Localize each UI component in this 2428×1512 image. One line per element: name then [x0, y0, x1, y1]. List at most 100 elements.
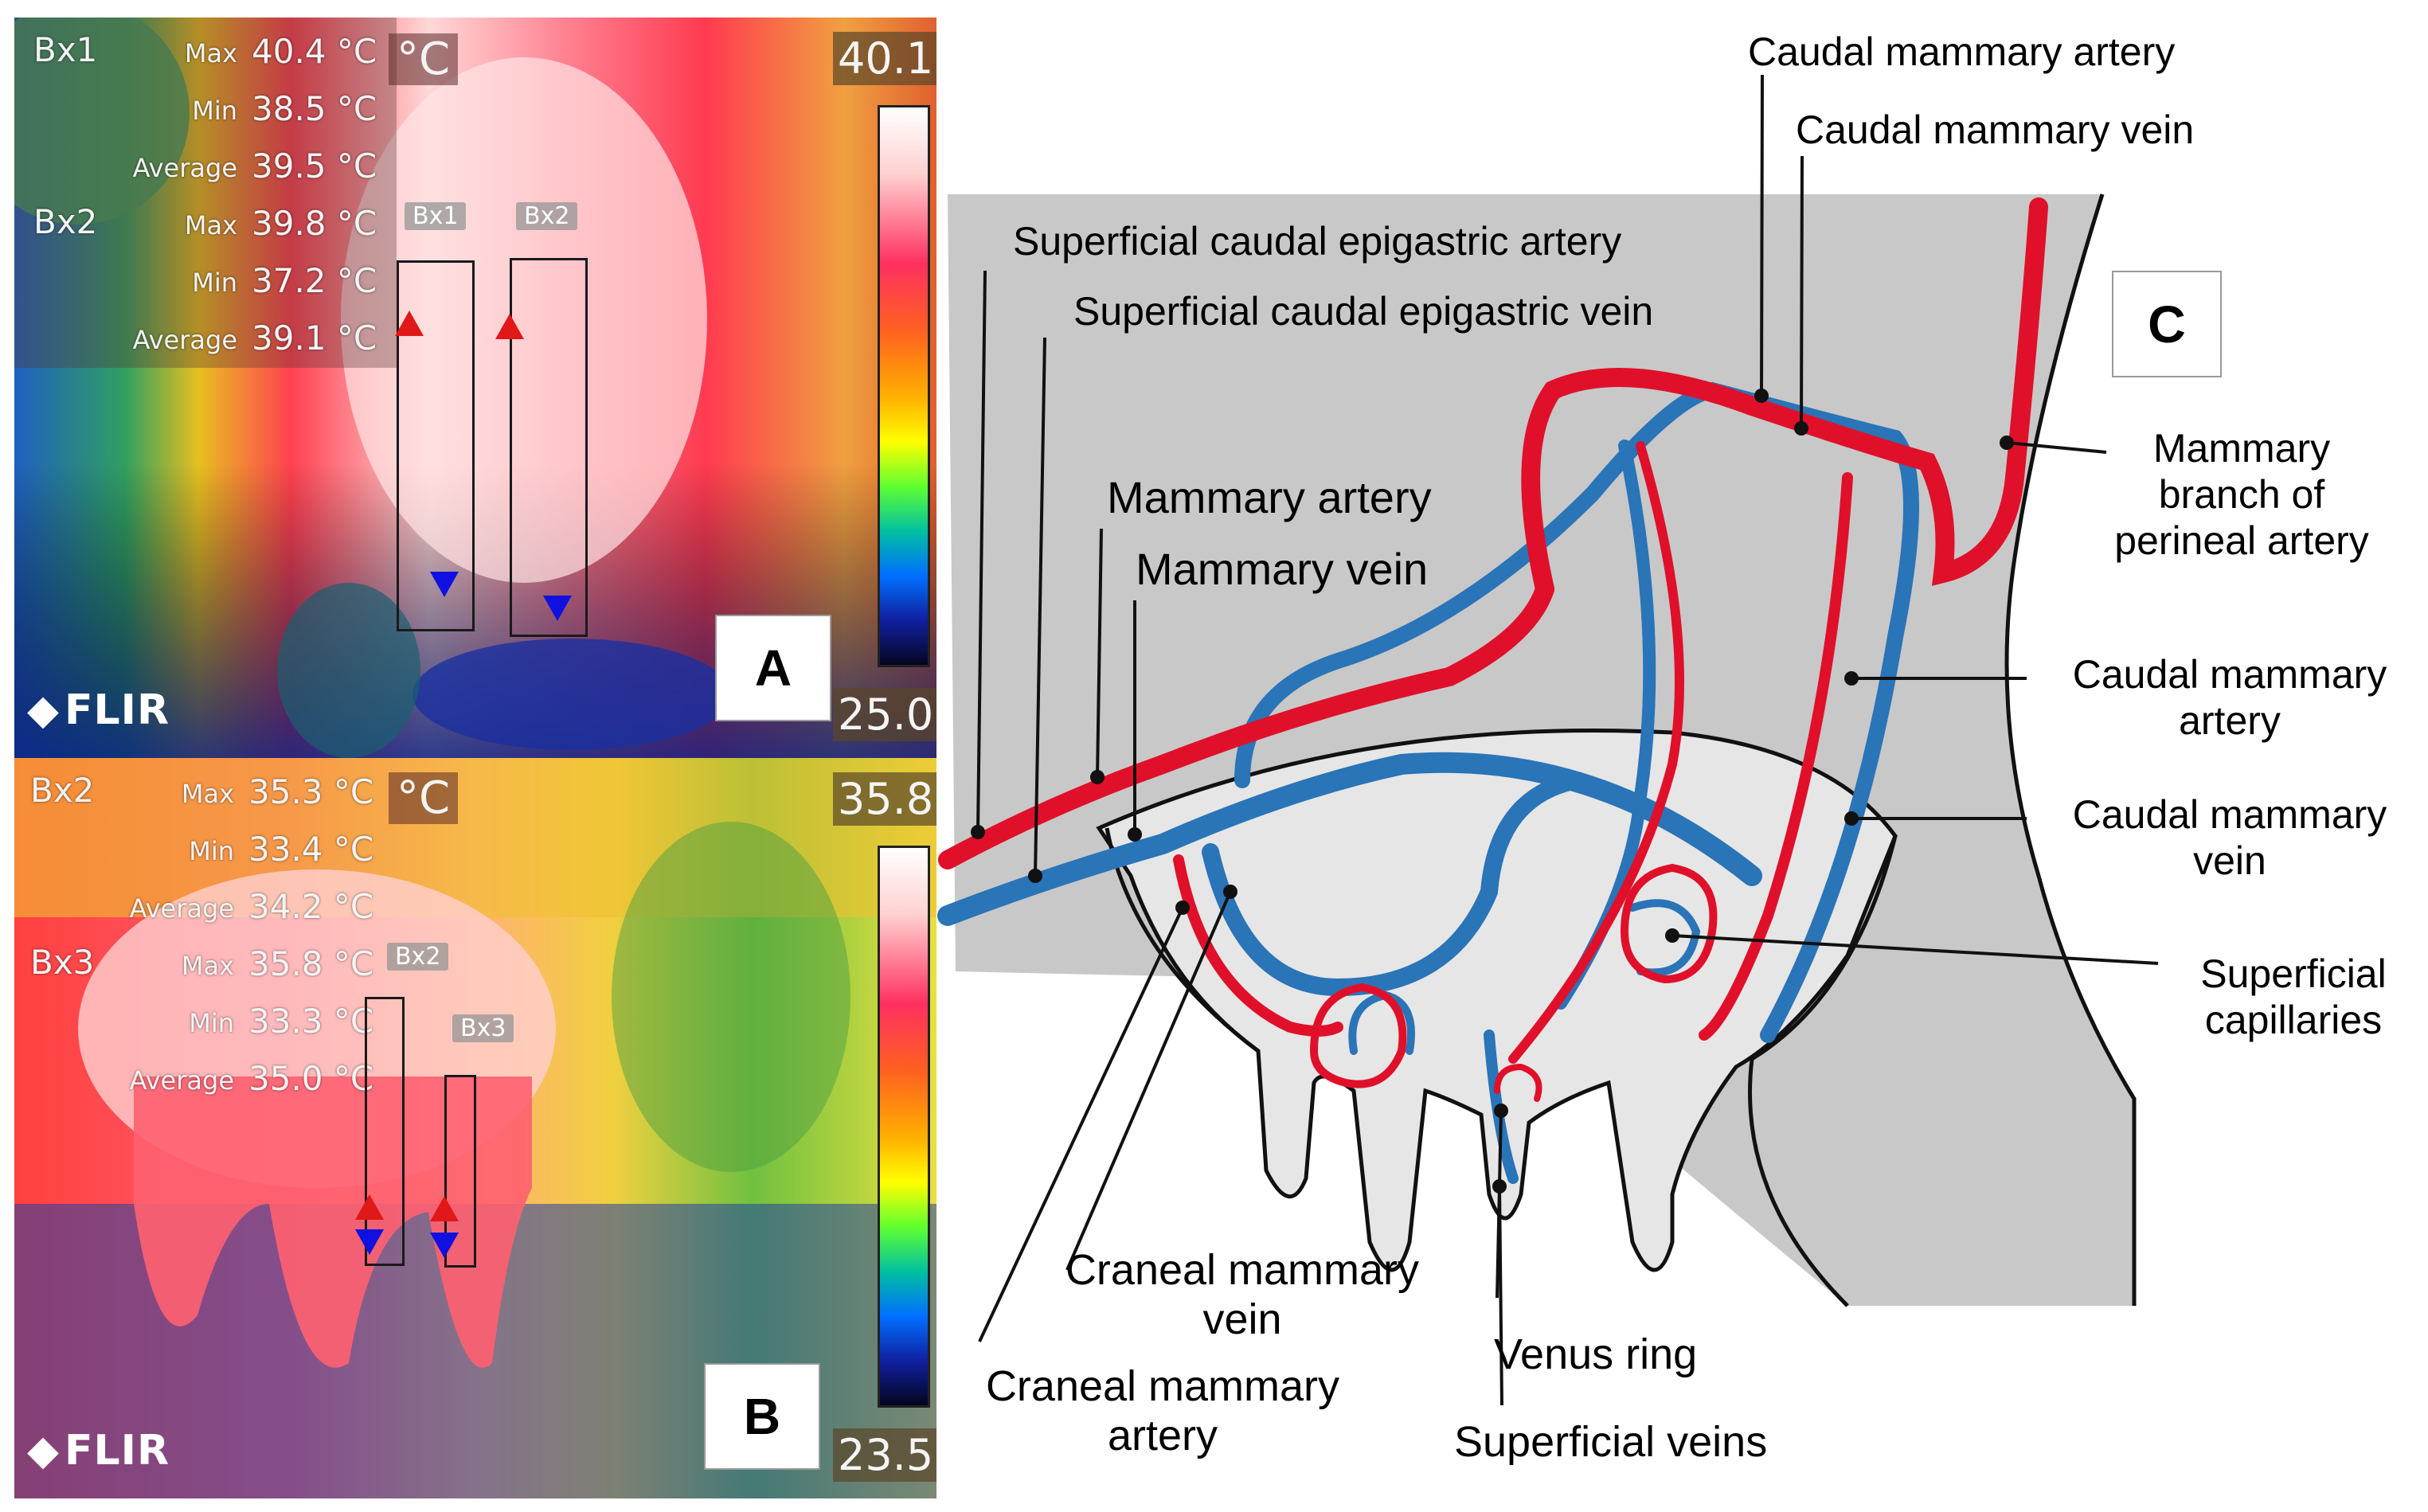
box-name: Bx2 [30, 771, 95, 810]
label-caudal-mammary-artery-side: Caudal mammary artery [2035, 651, 2425, 744]
flir-logo-icon: ◆ [27, 1427, 60, 1475]
capillary-ring-2 [1621, 863, 1718, 984]
roi-box [365, 997, 405, 1266]
label-craneal-mammary-vein: Craneal mammary vein [1035, 1245, 1449, 1344]
label-superficial-veins: Superficial veins [1454, 1418, 1768, 1466]
min-marker-icon [430, 1233, 459, 1258]
stat-label: Average [132, 153, 237, 183]
mammary-vein-loop [1202, 772, 1585, 997]
label-line: artery [2179, 698, 2281, 743]
flir-logo: ◆FLIR [27, 1427, 170, 1475]
stat-label: Max [181, 951, 234, 981]
max-marker-icon [495, 314, 524, 339]
label-line: Craneal mammary [1065, 1246, 1420, 1294]
unit-label: °C [389, 772, 459, 824]
flir-text: FLIR [65, 686, 170, 734]
label-line: Caudal mammary [2072, 792, 2387, 837]
flir-logo-icon: ◆ [27, 686, 60, 734]
superficial-vein-teat [1484, 1029, 1519, 1184]
capillary-ring-1 [1310, 983, 1407, 1088]
stat-value: 34.2 °C [248, 887, 374, 926]
label-line: Mammary [2152, 426, 2331, 471]
stat-label: Max [181, 779, 234, 809]
label-caudal-mammary-artery-top: Caudal mammary artery [1748, 29, 2176, 74]
label-sup-caudal-epigastric-vein: Superficial caudal epigastric vein [1073, 289, 1654, 334]
flir-logo: ◆FLIR [27, 686, 170, 734]
stat-label: Min [192, 96, 237, 126]
panel-letter-c: C [2112, 271, 2222, 377]
leader-lines [976, 74, 2159, 1406]
stat-value: 39.8 °C [252, 204, 377, 243]
body-outline [2004, 193, 2137, 1306]
roi-box [510, 258, 588, 637]
stat-label: Max [184, 38, 237, 68]
label-line: capillaries [2204, 998, 2383, 1042]
unit-label: °C [389, 33, 459, 85]
stat-value: 35.0 °C [248, 1059, 374, 1098]
color-scale-bar [878, 105, 930, 667]
thermal-background-a [14, 18, 936, 758]
label-line: vein [1202, 1295, 1282, 1343]
label-superficial-capillaries: Superficial capillaries [2166, 951, 2421, 1043]
label-caudal-mammary-vein-side: Caudal mammary vein [2035, 791, 2425, 884]
label-mammary-artery: Mammary artery [1107, 472, 1432, 522]
box-name: Bx1 [33, 30, 98, 69]
stat-value: 37.2 °C [252, 261, 377, 300]
roi-box [444, 1075, 476, 1268]
roi-tag: Bx1 [405, 202, 467, 230]
stat-label: Max [184, 210, 237, 240]
stat-label: Average [129, 1065, 234, 1096]
stat-value: 38.5 °C [252, 89, 377, 128]
label-line: branch of [2158, 472, 2325, 517]
stat-value: 33.3 °C [248, 1002, 374, 1041]
stat-value: 33.4 °C [248, 830, 374, 869]
min-marker-icon [543, 596, 572, 621]
roi-tag: Bx3 [452, 1014, 514, 1042]
label-line: Craneal mammary [985, 1362, 1340, 1410]
label-line: Caudal mammary [2072, 652, 2387, 697]
leg-outline [1748, 835, 1898, 1307]
superficial-vein-capillary [1628, 899, 1701, 977]
stat-value: 39.1 °C [252, 318, 377, 357]
udder-silhouette [1096, 729, 1898, 1272]
superficial-caudal-epigastric-artery [938, 580, 1554, 869]
stat-label: Min [189, 1008, 234, 1038]
label-line: Superficial [2200, 951, 2387, 996]
stat-label: Min [192, 268, 237, 298]
stat-label: Average [129, 893, 234, 924]
min-marker-icon [430, 572, 459, 597]
stat-value: 39.5 °C [252, 147, 377, 186]
max-marker-icon [355, 1194, 384, 1220]
label-sup-caudal-epigastric-artery: Superficial caudal epigastric artery [1013, 219, 1622, 264]
caudal-mammary-artery-branch [1699, 472, 1853, 1041]
panel-letter-b: B [704, 1363, 820, 1470]
thermal-image-a: Bx1 Max 40.4 °C Min 38.5 °C Average 39.5… [14, 18, 936, 758]
label-line: artery [1107, 1412, 1218, 1459]
label-line: perineal artery [2114, 518, 2369, 563]
box-name: Bx3 [30, 943, 95, 982]
superficial-caudal-epigastric-vein [937, 752, 1762, 926]
color-scale-bar [878, 846, 930, 1408]
leader-dots [971, 389, 2014, 1194]
label-mammary-branch: Mammary branch of perineal artery [2074, 425, 2409, 564]
roi-tag: Bx2 [387, 943, 449, 971]
stat-value: 35.8 °C [248, 944, 374, 983]
flir-text: FLIR [65, 1427, 170, 1475]
label-line: vein [2193, 838, 2266, 883]
thermal-image-b: Bx2 Max 35.3 °C Min 33.4 °C Average 34.2… [14, 758, 936, 1498]
scale-min-label: 23.5 [833, 1428, 936, 1482]
max-marker-icon [430, 1196, 459, 1221]
stat-label: Average [132, 325, 237, 355]
min-marker-icon [355, 1229, 384, 1255]
max-marker-icon [395, 311, 424, 336]
venus-ring-artery [1494, 1063, 1542, 1102]
box-name: Bx2 [33, 202, 98, 241]
artery-inner-branch [1508, 441, 1684, 1064]
stat-label: Min [189, 836, 234, 866]
label-caudal-mammary-vein-top: Caudal mammary vein [1796, 107, 2195, 152]
stat-value: 40.4 °C [252, 32, 377, 71]
label-venus-ring: Venus ring [1494, 1330, 1698, 1378]
stat-value: 35.3 °C [248, 772, 374, 811]
scale-max-label: 40.1 [833, 32, 936, 85]
